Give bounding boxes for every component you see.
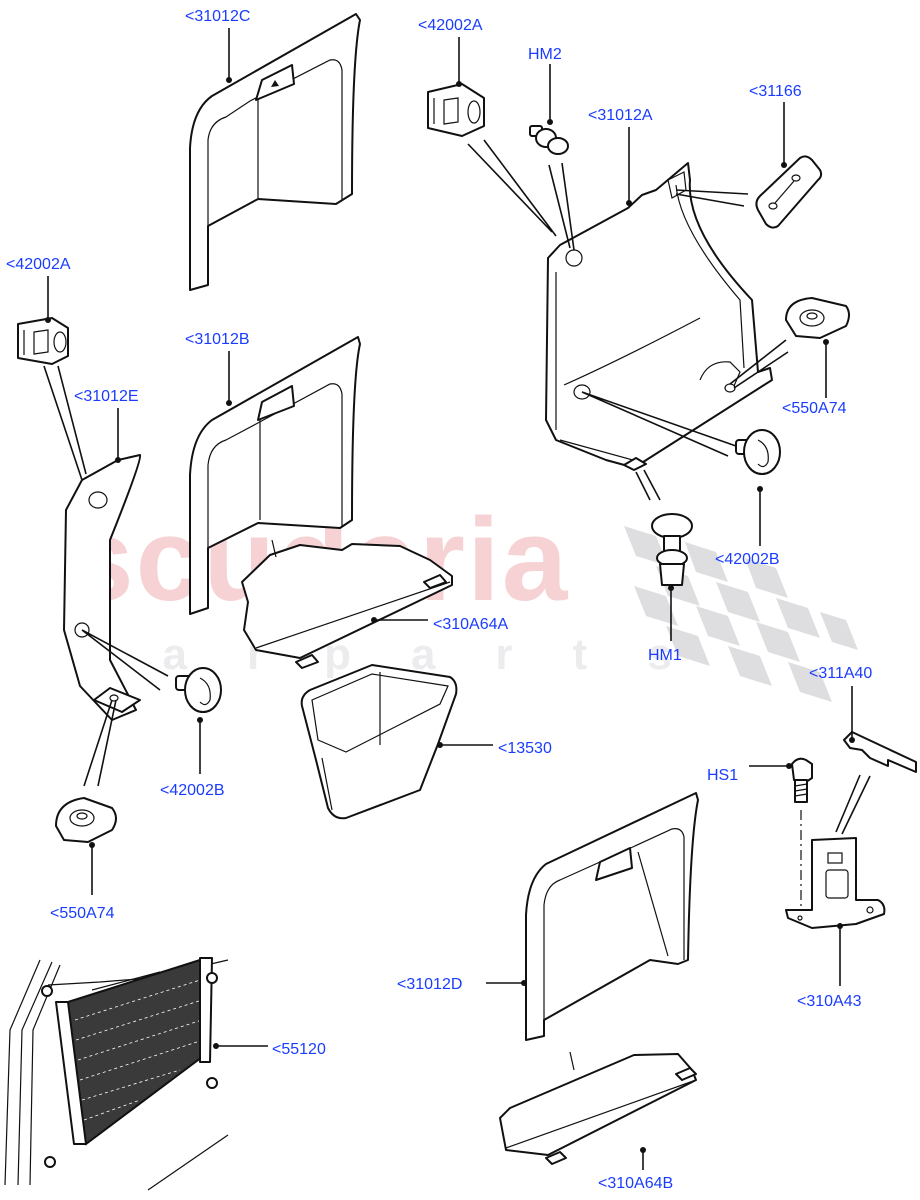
bracket-311a40 bbox=[843, 731, 917, 773]
push-pin-hm1 bbox=[651, 513, 693, 586]
callout-550a74-right[interactable]: <550A74 bbox=[782, 400, 847, 417]
callout-13530[interactable]: <13530 bbox=[498, 740, 552, 757]
callout-42002b-right[interactable]: <42002B bbox=[715, 551, 780, 568]
callout-31166[interactable]: <31166 bbox=[749, 83, 802, 100]
callout-31012a[interactable]: <31012A bbox=[588, 107, 653, 124]
tray-310a64a bbox=[241, 539, 453, 669]
callout-hs1[interactable]: HS1 bbox=[707, 767, 739, 784]
callout-550a74-left[interactable]: <550A74 bbox=[50, 905, 115, 922]
hook-550a74-right bbox=[785, 297, 850, 339]
callout-311a40[interactable]: <311A40 bbox=[809, 665, 873, 682]
callout-hm2[interactable]: HM2 bbox=[528, 46, 562, 63]
clip-42002a-top bbox=[427, 83, 485, 137]
trim-panel-31012a bbox=[545, 162, 773, 471]
trim-panel-31012d bbox=[525, 792, 699, 1041]
callout-310a43[interactable]: <310A43 bbox=[797, 993, 862, 1010]
callout-hm1[interactable]: HM1 bbox=[648, 647, 682, 664]
trim-panel-31012c bbox=[189, 13, 361, 291]
tray-310a64b bbox=[499, 1051, 697, 1165]
checkered-flag-watermark bbox=[624, 526, 858, 702]
trim-panel-31012b bbox=[189, 336, 361, 615]
trim-panel-31012e bbox=[63, 454, 142, 721]
callout-310a64b[interactable]: <310A64B bbox=[598, 1175, 674, 1192]
callout-42002b-left[interactable]: <42002B bbox=[160, 782, 225, 799]
clip-42002b-right bbox=[735, 429, 781, 475]
storage-bin-13530 bbox=[300, 664, 458, 820]
bolt-hs1 bbox=[791, 757, 813, 920]
hook-550a74-left bbox=[55, 797, 117, 843]
callout-31012d[interactable]: <31012D bbox=[397, 976, 463, 993]
push-pin-hm2 bbox=[529, 125, 569, 155]
callout-42002a-left[interactable]: <42002A bbox=[6, 256, 71, 273]
plate-31166 bbox=[755, 155, 823, 229]
callout-42002a-top[interactable]: <42002A bbox=[418, 17, 483, 34]
callout-310a64a[interactable]: <310A64A bbox=[433, 616, 509, 633]
callout-31012e[interactable]: <31012E bbox=[74, 388, 139, 405]
callout-31012c[interactable]: <31012C bbox=[185, 8, 251, 25]
clip-42002b-left bbox=[175, 667, 222, 713]
leader-lines bbox=[43, 28, 871, 1170]
callout-55120[interactable]: <55120 bbox=[272, 1041, 326, 1058]
cargo-net-55120 bbox=[4, 957, 229, 1191]
bracket-310a43 bbox=[785, 837, 886, 929]
callout-31012b[interactable]: <31012B bbox=[185, 331, 250, 348]
clip-42002a-left bbox=[17, 317, 69, 365]
